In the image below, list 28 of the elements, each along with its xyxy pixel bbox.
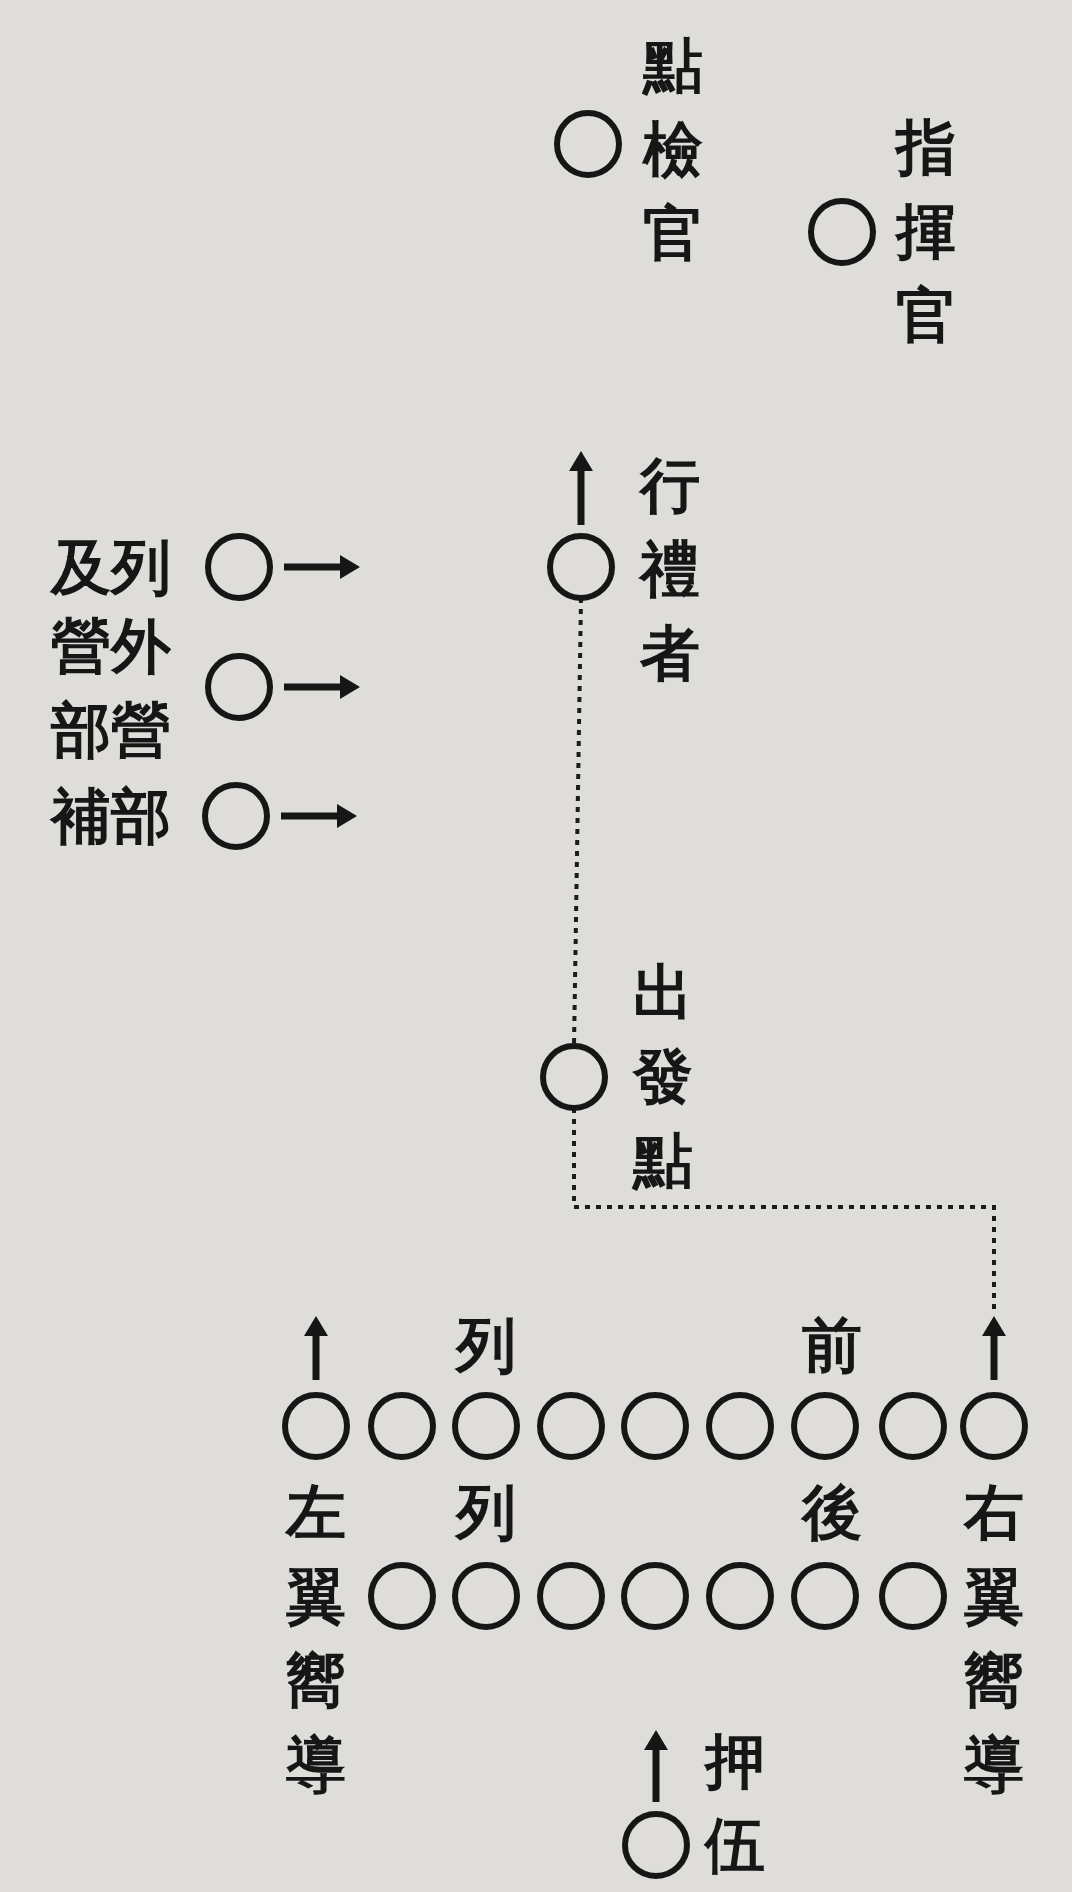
- rank-label: 列: [456, 1309, 516, 1382]
- role-label: 及列: [51, 531, 171, 604]
- soldier-circle: [790, 1561, 860, 1631]
- soldier-circle: [878, 1391, 948, 1461]
- soldier-circle: [536, 1391, 606, 1461]
- role-label: 右翼嚮導: [964, 1476, 1024, 1801]
- role-label: 出發點: [633, 956, 693, 1197]
- soldier-circle: [367, 1561, 437, 1631]
- soldier-circle: [705, 1561, 775, 1631]
- soldier-circle: [790, 1391, 860, 1461]
- soldier-circle: [878, 1561, 948, 1631]
- rank-label: 前: [802, 1309, 862, 1382]
- rank-label: 列: [456, 1476, 516, 1549]
- role-label: 左翼嚮導: [286, 1476, 346, 1801]
- soldier-circle: [451, 1561, 521, 1631]
- soldier-circle: [705, 1391, 775, 1461]
- soldier-circle: [620, 1561, 690, 1631]
- soldier-circle: [620, 1391, 690, 1461]
- soldier-circle: [451, 1391, 521, 1461]
- soldier-circle: [536, 1561, 606, 1631]
- role-label: 押伍: [705, 1725, 765, 1882]
- role-label: 補部: [51, 780, 171, 853]
- role-label: 營外部營: [51, 610, 171, 767]
- soldier-circle: [367, 1391, 437, 1461]
- rank-label: 後: [802, 1476, 862, 1549]
- role-label: 點檢官: [643, 29, 703, 270]
- role-label: 指揮官: [896, 111, 956, 352]
- role-label: 行禮者: [640, 449, 700, 690]
